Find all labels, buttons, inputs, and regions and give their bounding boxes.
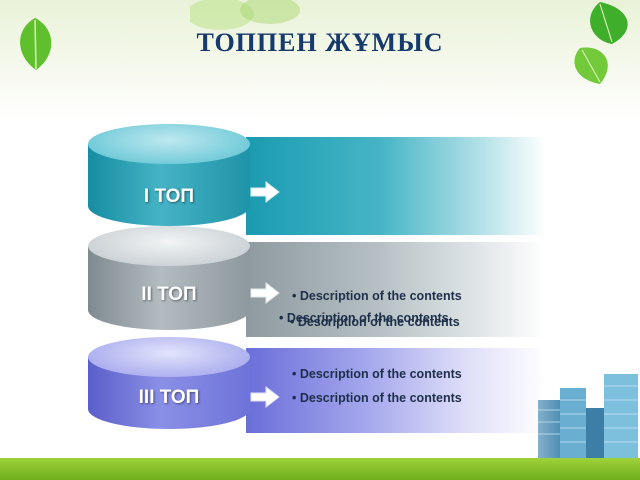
arrow-right-icon xyxy=(250,281,280,305)
group-3-item-text: Description of the contents xyxy=(299,367,462,381)
bullet: • xyxy=(292,391,297,405)
group-1-label: I ТОП xyxy=(143,186,195,207)
group-2-label: II ТОП xyxy=(141,284,197,305)
group-3-item-text: Description of the contents xyxy=(299,391,462,405)
leaf-icon xyxy=(574,2,628,84)
group-3-cylinder-top xyxy=(88,337,250,377)
slide-title: ТОППЕН ЖҰМЫС xyxy=(196,28,444,57)
group-3-item: • Description of the contents xyxy=(292,367,462,381)
group-2-item-text: Description of the contents xyxy=(299,289,462,303)
group-3-cylinder: III ТОП xyxy=(88,337,250,429)
group-2-item: • Description of the contents xyxy=(292,289,462,303)
group-2-item: • Description of the contents xyxy=(290,315,460,329)
group-3-item: • Description of the contents xyxy=(292,391,462,405)
leaf-icon xyxy=(20,18,52,70)
group-1-cylinder-top xyxy=(88,124,250,164)
group-1-cylinder: I ТОП xyxy=(88,124,250,226)
bullet: • xyxy=(279,311,284,325)
group-2-item-text: Description of the contents xyxy=(286,311,449,325)
leaf-icon xyxy=(190,0,300,30)
group-3-label: III ТОП xyxy=(138,387,200,408)
group-2-item-text: Description of the contents xyxy=(297,315,460,329)
group-2-cylinder: II ТОП xyxy=(88,226,250,330)
group-3-band xyxy=(246,348,546,433)
group-1-band xyxy=(246,137,546,235)
group-2-band xyxy=(246,242,546,337)
bullet: • xyxy=(292,367,297,381)
building-icon xyxy=(538,374,638,465)
group-2-item: • Description of the contents xyxy=(279,311,449,325)
group-2-cylinder-top xyxy=(88,226,250,266)
ground-strip xyxy=(0,458,640,480)
bullet: • xyxy=(290,315,295,329)
bullet: • xyxy=(292,289,297,303)
arrow-right-icon xyxy=(250,180,280,204)
arrow-right-icon xyxy=(250,385,280,409)
